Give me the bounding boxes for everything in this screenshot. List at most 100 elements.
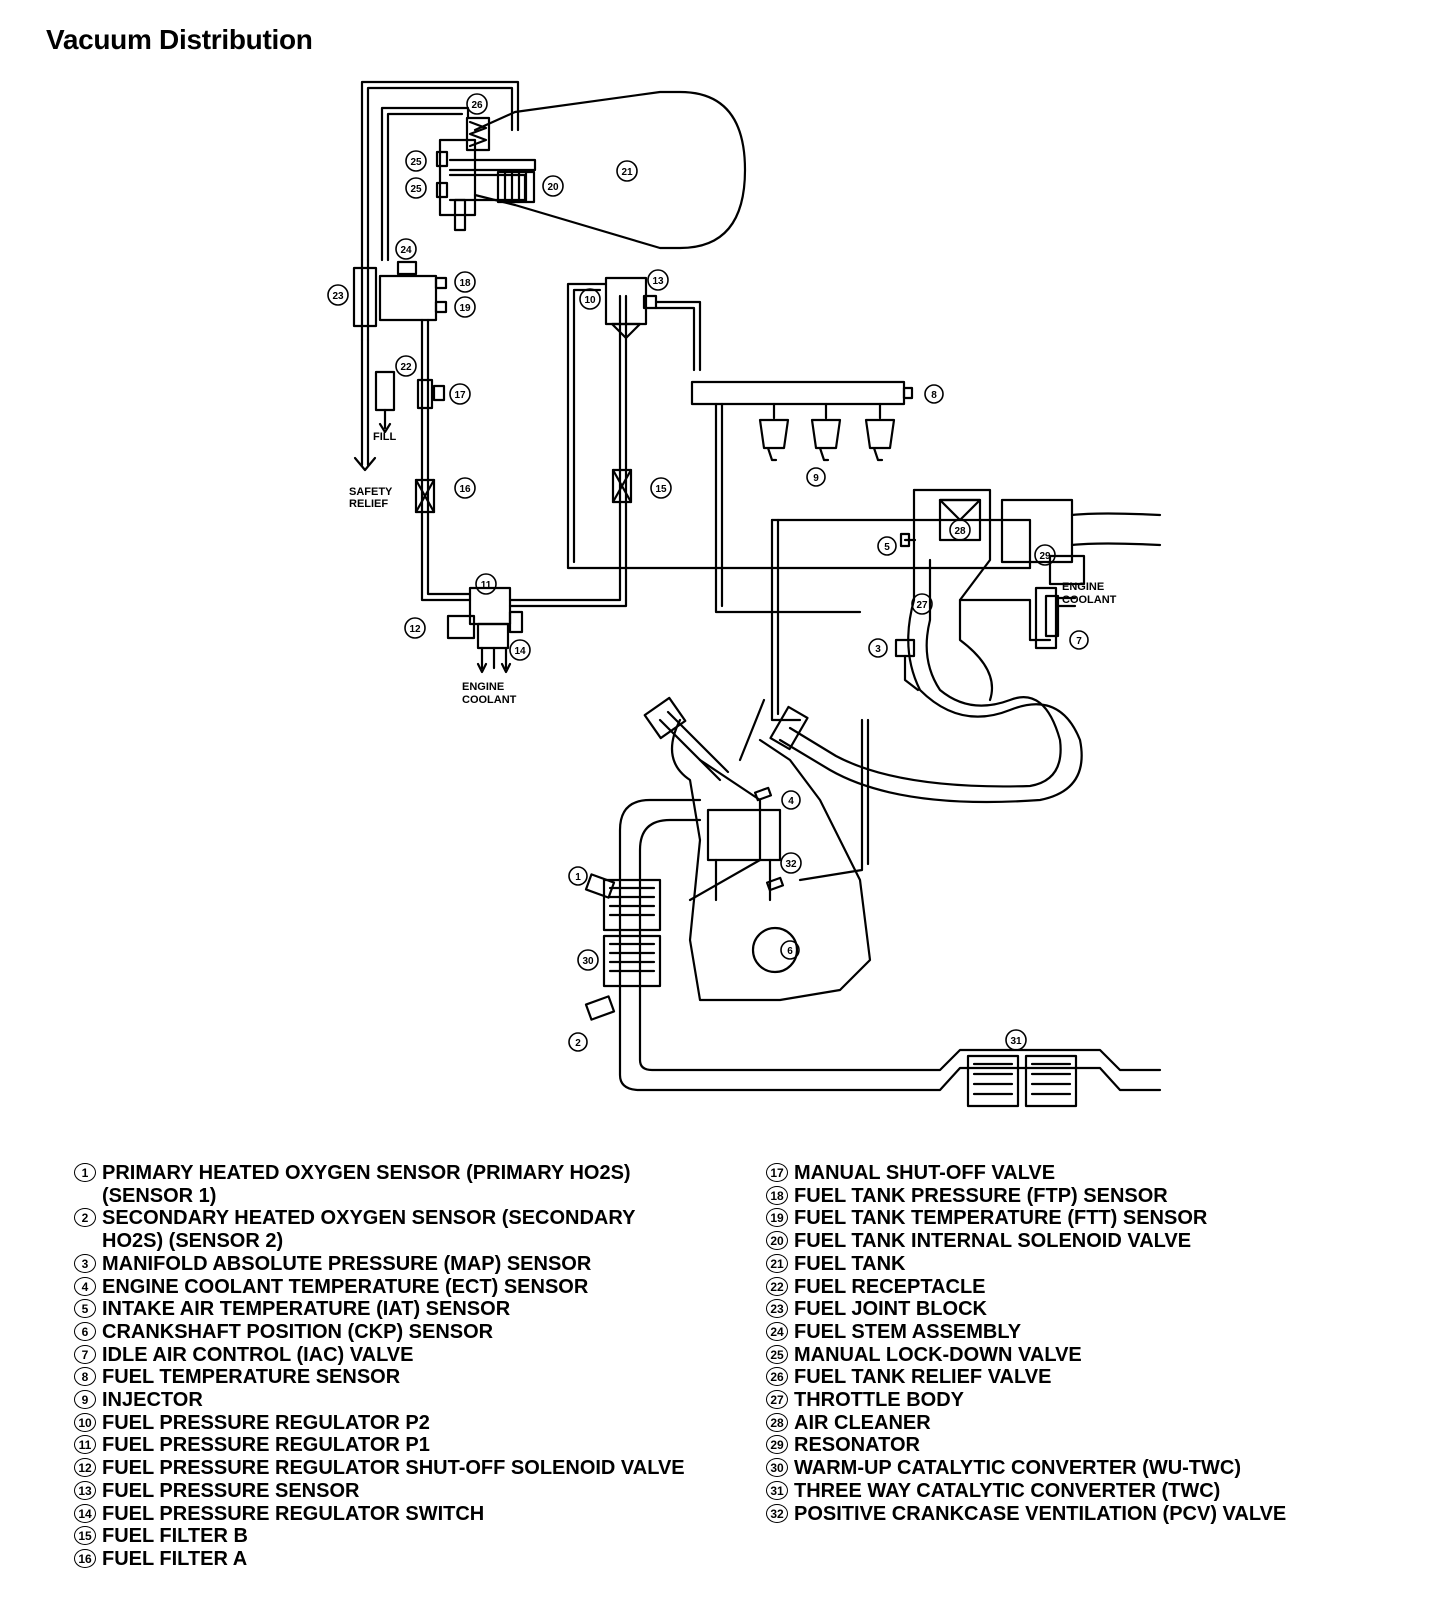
fuel-tank bbox=[513, 90, 747, 250]
callout-10: 10 bbox=[579, 288, 601, 310]
svg-text:23: 23 bbox=[332, 291, 344, 302]
svg-text:29: 29 bbox=[1039, 551, 1051, 562]
svg-text:17: 17 bbox=[454, 390, 466, 401]
safety-label-1: SAFETY bbox=[349, 486, 393, 498]
callout-30: 30 bbox=[577, 949, 599, 971]
page-title: Vacuum Distribution bbox=[46, 24, 313, 55]
callout-18: 18 bbox=[454, 271, 476, 293]
callout-9: 9 bbox=[806, 467, 826, 487]
svg-text:8: 8 bbox=[931, 390, 937, 401]
callout-5: 5 bbox=[877, 536, 897, 556]
tank-valve-cluster bbox=[435, 116, 537, 232]
callout-7: 7 bbox=[1069, 630, 1089, 650]
callout-16: 16 bbox=[454, 477, 476, 499]
fuel-joint-block bbox=[352, 258, 448, 342]
callout-27: 27 bbox=[911, 593, 933, 615]
svg-text:1: 1 bbox=[575, 872, 581, 883]
callout-15: 15 bbox=[650, 477, 672, 499]
svg-text:30: 30 bbox=[582, 956, 594, 967]
svg-text:16: 16 bbox=[459, 484, 471, 495]
callout-28: 28 bbox=[949, 519, 971, 541]
callout-21: 21 bbox=[616, 160, 638, 182]
callout-32: 32 bbox=[780, 852, 802, 874]
callout-17: 17 bbox=[449, 383, 471, 405]
callout-13: 13 bbox=[647, 269, 669, 291]
svg-text:9: 9 bbox=[813, 473, 819, 484]
svg-text:15: 15 bbox=[655, 484, 667, 495]
fill-label: FILL bbox=[373, 431, 396, 443]
callout-8: 8 bbox=[924, 384, 944, 404]
callout-25a: 25 bbox=[405, 150, 427, 172]
callout-6: 6 bbox=[780, 940, 800, 960]
svg-text:26: 26 bbox=[471, 100, 483, 111]
callout-31: 31 bbox=[1005, 1029, 1027, 1051]
svg-text:25: 25 bbox=[410, 157, 422, 168]
engine-coolant-right-2: COOLANT bbox=[1062, 594, 1117, 606]
callout-4: 4 bbox=[781, 790, 801, 810]
engine-block bbox=[643, 696, 872, 1002]
safety-label-2: RELIEF bbox=[349, 498, 388, 510]
svg-text:14: 14 bbox=[514, 646, 526, 657]
svg-text:19: 19 bbox=[459, 303, 471, 314]
callout-25b: 25 bbox=[405, 177, 427, 199]
callout-24: 24 bbox=[395, 238, 417, 260]
callout-19: 19 bbox=[454, 296, 476, 318]
svg-text:11: 11 bbox=[481, 580, 492, 591]
engine-coolant-left-2: COOLANT bbox=[462, 694, 517, 706]
svg-text:25: 25 bbox=[410, 184, 422, 195]
svg-text:2: 2 bbox=[575, 1038, 581, 1049]
svg-text:13: 13 bbox=[652, 276, 664, 287]
callout-3: 3 bbox=[868, 638, 888, 658]
svg-text:31: 31 bbox=[1010, 1036, 1022, 1047]
callout-20: 20 bbox=[542, 175, 564, 197]
callout-12: 12 bbox=[404, 617, 426, 639]
callout-22: 22 bbox=[395, 355, 417, 377]
callout-2: 2 bbox=[568, 1032, 588, 1052]
wu-twc bbox=[602, 878, 662, 988]
svg-text:5: 5 bbox=[884, 542, 890, 553]
callouts: 1 2 3 4 5 6 7 8 9 10 11 12 13 14 15 16 1… bbox=[327, 93, 1089, 1052]
svg-text:12: 12 bbox=[409, 624, 421, 635]
vacuum-distribution-diagram: SAFETY RELIEF FILL bbox=[327, 80, 1162, 1108]
engine-coolant-right-1: ENGINE bbox=[1062, 581, 1104, 593]
fuel-rail bbox=[690, 380, 906, 406]
svg-text:22: 22 bbox=[400, 362, 412, 373]
twc bbox=[966, 1054, 1078, 1108]
svg-text:32: 32 bbox=[785, 859, 797, 870]
svg-text:7: 7 bbox=[1076, 636, 1082, 647]
svg-text:6: 6 bbox=[787, 946, 793, 957]
callout-11: 11 bbox=[475, 573, 497, 595]
svg-text:18: 18 bbox=[459, 278, 471, 289]
svg-text:28: 28 bbox=[954, 526, 966, 537]
svg-text:24: 24 bbox=[400, 245, 412, 256]
engine-coolant-left-1: ENGINE bbox=[462, 681, 504, 693]
callout-23: 23 bbox=[327, 284, 349, 306]
callout-1: 1 bbox=[568, 866, 588, 886]
